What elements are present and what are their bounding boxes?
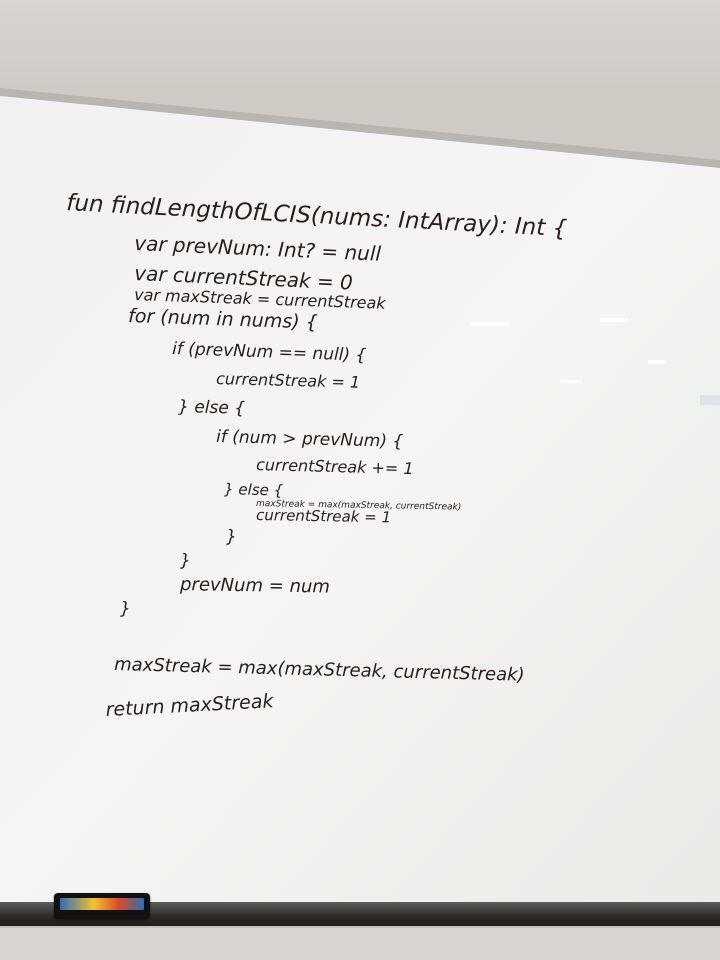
code-line-15: } xyxy=(180,551,191,571)
code-line-6: if (prevNum == null) { xyxy=(172,339,367,366)
eraser-label-graphic xyxy=(60,898,144,910)
code-line-10: currentStreak += 1 xyxy=(256,455,414,478)
code-line-2: var prevNum: Int? = null xyxy=(134,231,382,266)
code-line-14: } xyxy=(226,527,237,547)
code-line-11: } else { xyxy=(224,480,284,500)
code-line-12: maxStreak = max(maxStreak, currentStreak… xyxy=(256,499,461,513)
code-line-17: } xyxy=(120,599,131,619)
wall xyxy=(0,928,720,960)
code-line-18: maxStreak = max(maxStreak, currentStreak… xyxy=(114,654,525,686)
code-line-13: currentStreak = 1 xyxy=(256,506,391,526)
code-line-8: } else { xyxy=(178,397,246,419)
code-line-9: if (num > prevNum) { xyxy=(216,427,404,452)
code-line-19: return maxStreak xyxy=(105,690,275,721)
code-line-7: currentStreak = 1 xyxy=(216,369,360,392)
whiteboard-eraser xyxy=(54,893,150,919)
code-line-16: prevNum = num xyxy=(179,574,330,598)
